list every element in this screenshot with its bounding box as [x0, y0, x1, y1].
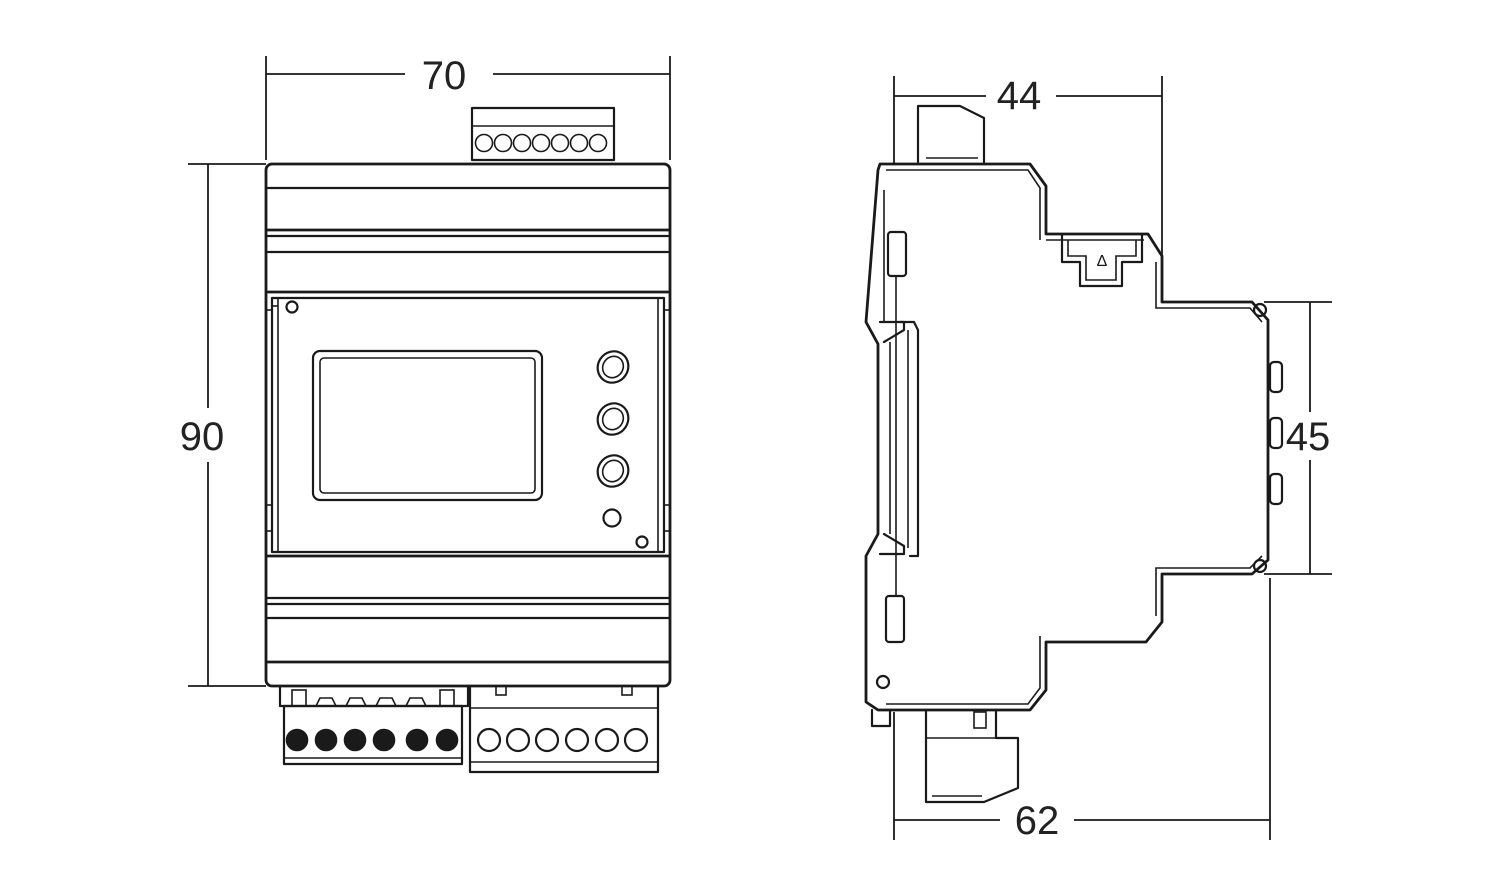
dimension-depth-bottom: 62 — [893, 578, 1271, 843]
side-rail-terminals — [1252, 302, 1284, 574]
indicator-led — [602, 508, 622, 528]
dimension-depth-top-label: 44 — [997, 74, 1042, 118]
side-front-bezel — [875, 190, 920, 690]
side-housing — [864, 162, 1270, 712]
side-bottom-connector — [870, 708, 1020, 804]
top-ribs — [264, 186, 672, 294]
side-din-clip: Δ — [1060, 232, 1144, 288]
dimension-rail-height: 45 — [1264, 301, 1332, 575]
button-1 — [596, 350, 630, 384]
bottom-right-terminal-holes — [476, 727, 649, 753]
side-top-connector — [916, 104, 986, 164]
front-housing — [264, 162, 672, 688]
dimension-depth-bottom-label: 62 — [1015, 799, 1060, 843]
dimension-depth-top: 44 — [893, 74, 1163, 256]
side-housing-inner — [886, 169, 1263, 705]
top-terminal-holes — [474, 133, 608, 153]
dimension-rail-height-label: 45 — [1286, 415, 1331, 459]
dimension-height: 90 — [180, 163, 266, 687]
panel-screw-bottom-right — [635, 535, 649, 549]
front-buttons — [596, 350, 630, 528]
button-3 — [596, 454, 630, 488]
side-screw — [875, 674, 891, 690]
button-2 — [596, 402, 630, 436]
dimension-width-label: 70 — [422, 54, 467, 98]
dimension-height-label: 90 — [180, 415, 225, 459]
front-view: 70 90 — [180, 54, 672, 774]
bottom-ribs — [264, 554, 672, 664]
front-panel — [265, 296, 671, 554]
side-marker: Δ — [1097, 253, 1108, 270]
bottom-left-terminal-holes — [285, 728, 459, 752]
lcd-display — [311, 349, 544, 502]
panel-screw-top-left — [285, 300, 299, 314]
bottom-left-terminal-block — [278, 684, 470, 766]
dimension-width: 70 — [265, 54, 671, 160]
bottom-right-terminal-block — [468, 684, 660, 774]
top-terminal-block — [470, 106, 616, 162]
side-view: Δ — [864, 74, 1332, 843]
